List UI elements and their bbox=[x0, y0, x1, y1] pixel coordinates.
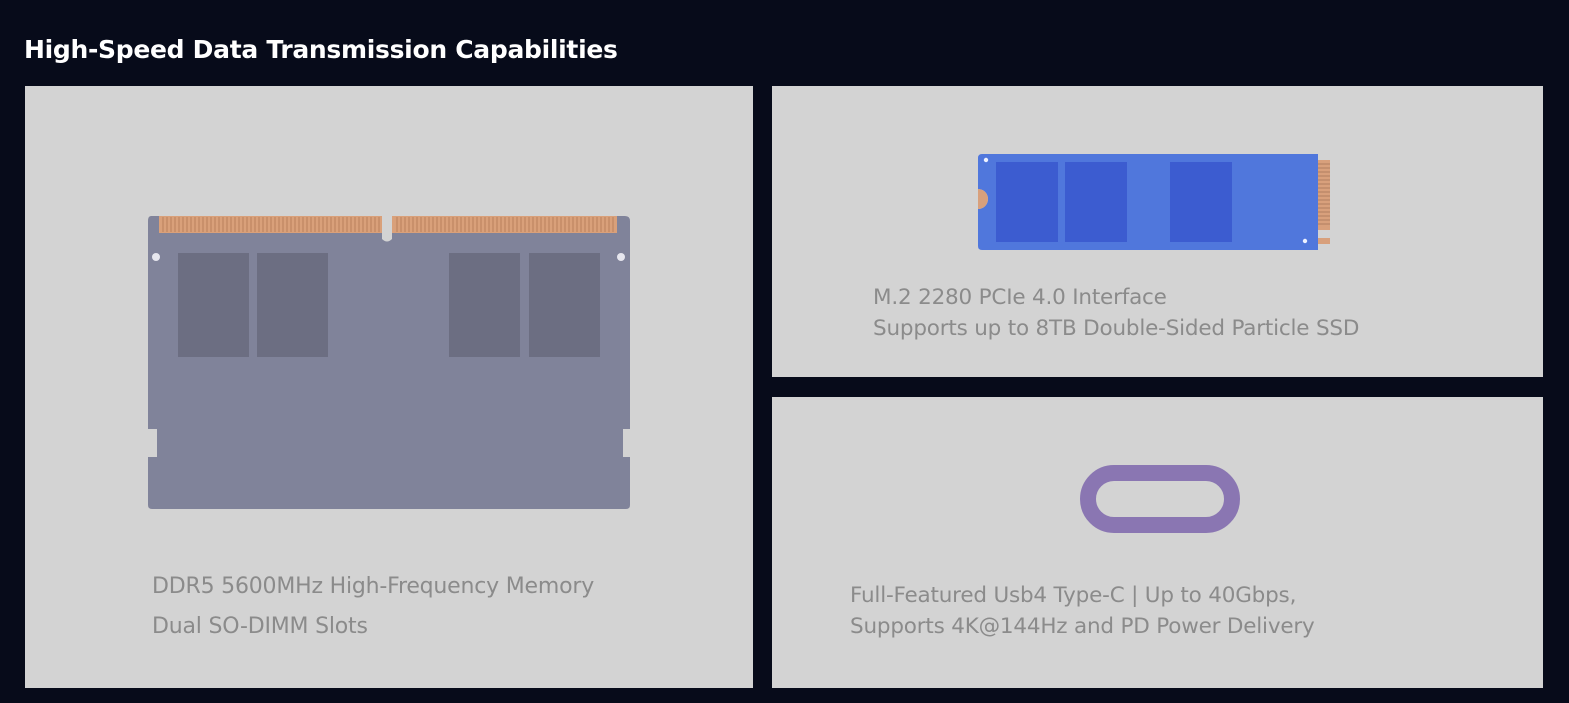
ssd-spec-line-2: Supports up to 8TB Double-Sided Particle… bbox=[873, 316, 1360, 341]
ram-module-icon bbox=[148, 215, 630, 509]
ssd-spec-line-1: M.2 2280 PCIe 4.0 Interface bbox=[873, 285, 1167, 310]
page-title: High-Speed Data Transmission Capabilitie… bbox=[24, 34, 618, 64]
memory-spec-line-2: Dual SO-DIMM Slots bbox=[152, 614, 368, 639]
usb-spec-line-1: Full-Featured Usb4 Type-C | Up to 40Gbps… bbox=[850, 583, 1297, 608]
usb-c-port-icon bbox=[1080, 465, 1240, 533]
memory-spec-line-1: DDR5 5600MHz High-Frequency Memory bbox=[152, 574, 595, 599]
ssd-caption: M.2 2280 PCIe 4.0 Interface Supports up … bbox=[873, 282, 1359, 344]
ssd-panel: M.2 2280 PCIe 4.0 Interface Supports up … bbox=[772, 86, 1543, 377]
usb-panel: Full-Featured Usb4 Type-C | Up to 40Gbps… bbox=[772, 397, 1543, 688]
usb-spec-line-2: Supports 4K@144Hz and PD Power Delivery bbox=[850, 614, 1315, 639]
usb-caption: Full-Featured Usb4 Type-C | Up to 40Gbps… bbox=[850, 580, 1315, 642]
m2-ssd-icon bbox=[978, 154, 1331, 250]
memory-panel: DDR5 5600MHz High-Frequency Memory Dual … bbox=[25, 86, 753, 688]
memory-caption: DDR5 5600MHz High-Frequency Memory Dual … bbox=[152, 567, 594, 647]
